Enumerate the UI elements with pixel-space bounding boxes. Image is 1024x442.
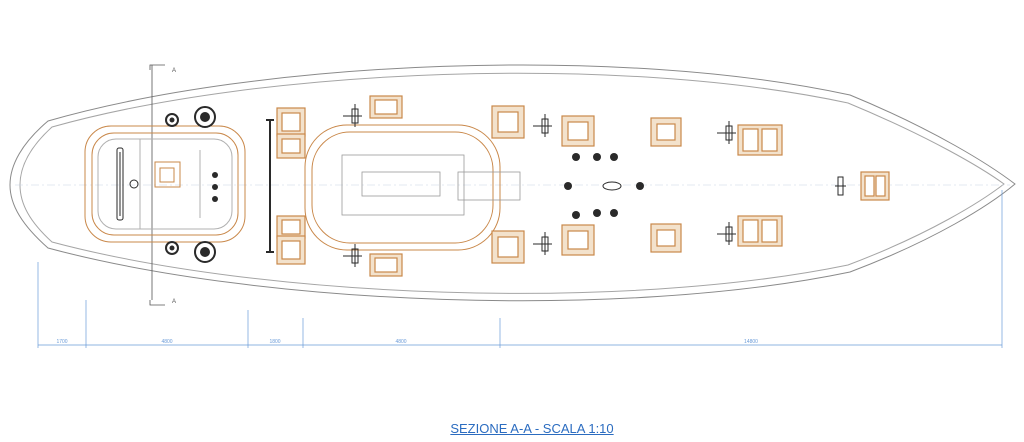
winch-icon [165, 241, 179, 255]
hull-outline [9, 64, 1016, 302]
mast-step [602, 181, 622, 191]
deck-hatch-icon [276, 215, 306, 239]
deck-hatch-icon [737, 124, 783, 156]
deck-hatch-icon [491, 105, 525, 139]
deck-hatch-icon [561, 224, 595, 256]
deck-hatch-icon [369, 95, 403, 119]
deck-hatch-icon [737, 215, 783, 247]
cleat-icon [343, 104, 362, 127]
section-label-top: A [172, 68, 176, 74]
cleat-icon [717, 121, 736, 144]
winches [165, 106, 216, 263]
deck-hatch-icon [276, 235, 306, 265]
coachroof [304, 124, 521, 251]
winch-icon [165, 113, 179, 127]
dimension-line [37, 190, 1003, 348]
dimension-values: 1700 4800 1800 4800 14800 [56, 339, 758, 345]
cleat-icon [533, 232, 552, 255]
dimension-value: 4800 [395, 339, 406, 345]
section-mark-bottom: A [149, 265, 176, 306]
cockpit [84, 125, 246, 243]
cleat-icon [835, 176, 846, 196]
cockpit-instruments [212, 172, 218, 202]
deck-hatch-icon [650, 223, 682, 253]
cleat-icon [343, 244, 362, 267]
deck-hatch-icon [276, 133, 306, 159]
deck-hatch-icon [276, 107, 306, 137]
deck-hatches [276, 95, 890, 277]
cleat-icon [533, 114, 552, 137]
section-mark-top: A [149, 64, 176, 265]
drawing-caption: SEZIONE A-A - SCALA 1:10 [450, 421, 614, 436]
deck-hatch-icon [860, 171, 890, 201]
deck-hatch-icon [650, 117, 682, 147]
steering-wheel-icon [116, 147, 139, 221]
deck-hatch-icon [561, 115, 595, 147]
dimension-value: 14800 [744, 339, 758, 345]
deck-fittings [564, 153, 644, 219]
mainsheet-track [266, 119, 274, 253]
deck-hatch-icon [369, 253, 403, 277]
deck-hatch-icon [491, 230, 525, 264]
dimension-value: 1800 [269, 339, 280, 345]
winch-icon [194, 241, 216, 263]
dimension-value: 1700 [56, 339, 67, 345]
section-label-bottom: A [172, 299, 176, 305]
dimension-value: 4800 [161, 339, 172, 345]
winch-icon [194, 106, 216, 128]
cleats [343, 104, 846, 267]
cleat-icon [717, 222, 736, 245]
